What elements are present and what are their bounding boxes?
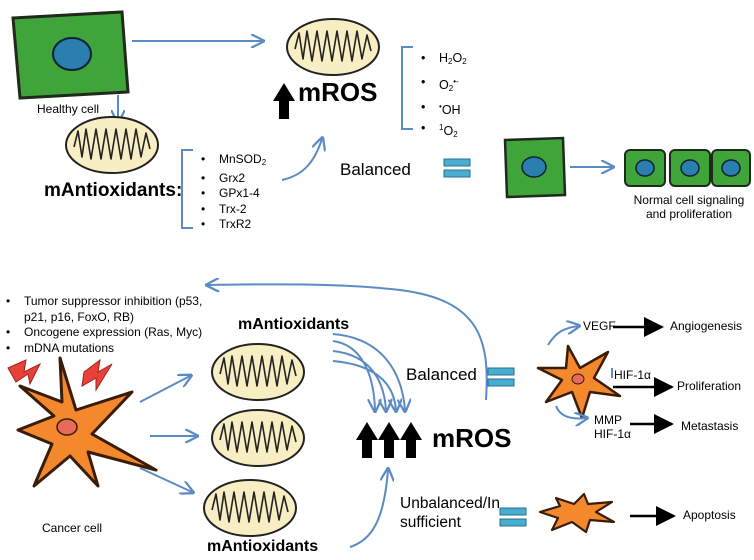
cancer-factor-item: Tumor suppressor inhibition (p53,: [6, 294, 202, 310]
angiogenesis-label: Angiogenesis: [670, 319, 743, 333]
cancer-factor-item-cont: p21, p16, FoxO, RB): [24, 309, 135, 324]
ros-bracket: [401, 46, 413, 130]
normal-signaling-label: Normal cell signaling and proliferation: [626, 193, 752, 222]
mantioxidants-label-bottom: mAntioxidants: [207, 538, 319, 555]
ros-item: O2•-: [421, 74, 467, 97]
normal-signaling-line2: and proliferation: [645, 206, 733, 221]
antioxidant-bracket: [181, 149, 193, 229]
healthy-cell-icon: [11, 10, 130, 100]
cancer-cell-icon: [16, 356, 158, 488]
arrow-cancer-to-mito-top: [139, 376, 190, 403]
antioxidant-item: Grx2: [201, 171, 266, 187]
apoptotic-cell-icon: [538, 492, 616, 534]
mitochondrion-icon: [203, 479, 297, 537]
arrow-to-mmp: [555, 405, 586, 419]
mitochondrion-icon: [286, 18, 380, 76]
antioxidant-item: GPx1-4: [201, 186, 266, 202]
unbalanced-line2: sufficient: [400, 514, 461, 531]
proliferation-label: Proliferation: [677, 379, 742, 393]
mantioxidants-label-top: mAntioxidants:: [44, 180, 183, 201]
mitochondrion-icon: [65, 116, 159, 174]
mmp-label: MMP: [594, 413, 622, 427]
cancer-factor-item: Oncogene expression (Ras, Myc): [6, 325, 202, 341]
arrow-bottom-antioxidants-to-mros: [349, 470, 388, 548]
equals-icon: [487, 367, 515, 387]
apoptosis-label: Apoptosis: [683, 508, 736, 522]
healthy-cell-label: Healthy cell: [37, 102, 100, 116]
balanced-cell-icon: [503, 136, 567, 199]
equals-icon: [443, 158, 471, 178]
cancer-cell-label: Cancer cell: [42, 521, 103, 535]
increase-arrow-icon: [273, 83, 295, 119]
mros-label-bottom: mROS: [432, 423, 512, 453]
antioxidant-item: TrxR2: [201, 217, 266, 233]
ros-species-list: H2O2 O2•- •OH 1O2: [421, 50, 467, 143]
hif2-label: HIF-1α: [594, 427, 631, 441]
arrow-antioxidants-to-mros: [281, 139, 322, 181]
mitochondrion-icon: [211, 409, 305, 467]
cancer-factor-item: mDNA mutations: [6, 341, 202, 357]
proliferating-cells-icon: [624, 149, 751, 187]
arrow-to-vegf: [547, 326, 578, 346]
metastasis-label: Metastasis: [681, 419, 739, 433]
increase-arrows-icon: [356, 422, 422, 458]
cancer-factors-list: Tumor suppressor inhibition (p53, p21, p…: [6, 294, 202, 356]
hif-label: HIF-1α: [614, 368, 651, 382]
equals-icon: [499, 507, 527, 527]
arrow-cancer-to-mito-bottom: [139, 467, 192, 492]
antioxidant-item: Trx-2: [201, 202, 266, 218]
ros-item: 1O2: [421, 120, 467, 143]
unbalanced-line1: Unbalanced/In: [400, 495, 500, 512]
mros-label-top: mROS: [298, 77, 378, 107]
antioxidant-arrows: [332, 333, 405, 410]
ros-item: H2O2: [421, 50, 467, 70]
lightning-icon: [7, 358, 113, 392]
balanced-label-top: Balanced: [340, 160, 411, 179]
balanced-label-bottom: Balanced: [406, 365, 477, 384]
antioxidant-item: MnSOD2: [201, 152, 266, 171]
normal-signaling-line1: Normal cell signaling: [633, 193, 745, 207]
small-cancer-cell-icon: [536, 344, 622, 420]
ros-item: •OH: [421, 99, 467, 118]
unbalanced-label: Unbalanced/In sufficient: [400, 494, 500, 532]
antioxidant-list: MnSOD2 Grx2 GPx1-4 Trx-2 TrxR2: [201, 152, 266, 233]
vegf-label: VEGF: [583, 319, 616, 333]
mitochondrion-icon: [211, 343, 305, 401]
arrow-feedback-to-factors: [208, 284, 488, 401]
mantioxidants-label-bottom-top: mAntioxidants: [238, 316, 350, 333]
